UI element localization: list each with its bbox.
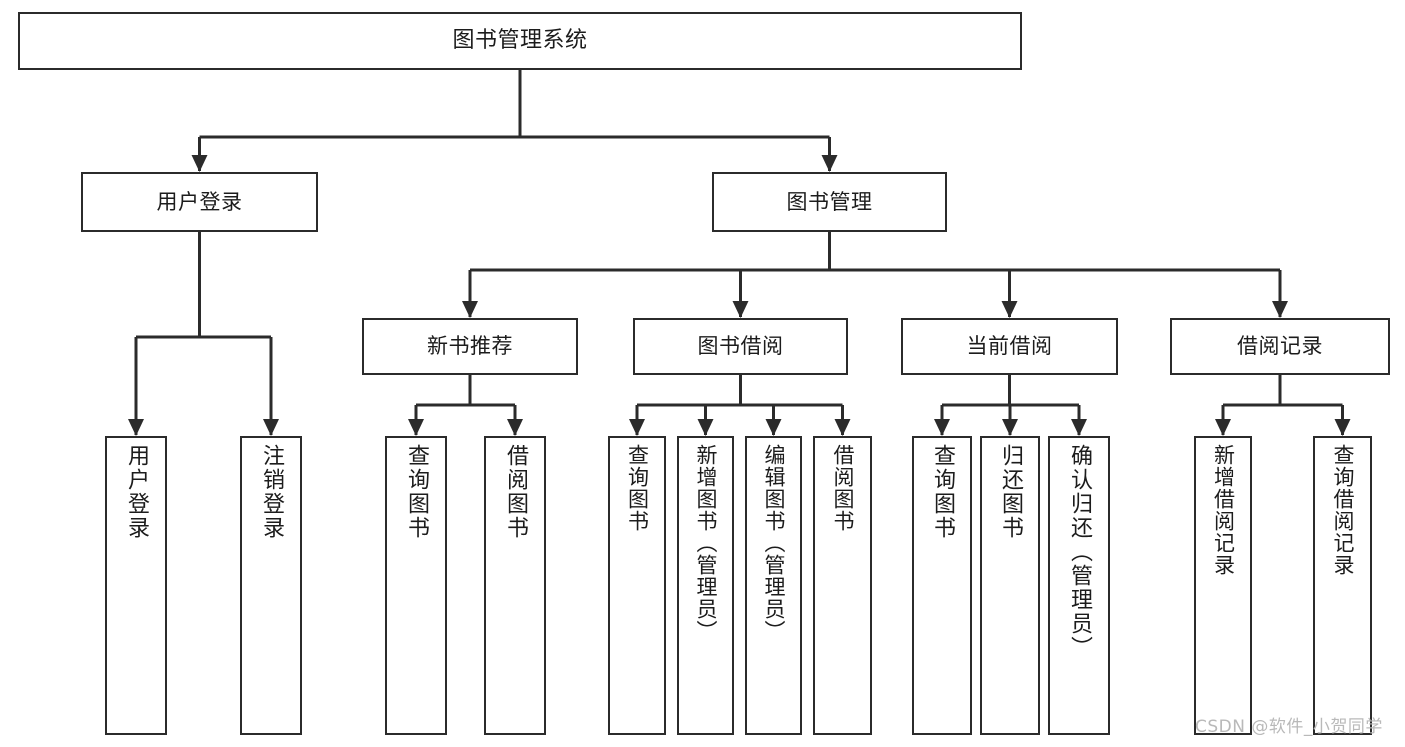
node-label: 用户登录 [156, 189, 243, 214]
arrow-head-icon [128, 419, 144, 436]
node-label: 新增图书（管理员） [694, 444, 718, 642]
node-book-borrow[interactable]: 图书借阅 [633, 318, 848, 375]
node-leaf-return-book[interactable]: 归还图书 [980, 436, 1040, 735]
arrow-head-icon [1071, 419, 1087, 436]
node-label: 编辑图书（管理员） [762, 444, 786, 642]
node-borrow-record[interactable]: 借阅记录 [1170, 318, 1390, 375]
node-new-book-rec[interactable]: 新书推荐 [362, 318, 578, 375]
arrow-head-icon [1334, 419, 1351, 436]
arrow-head-icon [732, 301, 749, 318]
node-label: 图书借阅 [697, 334, 784, 359]
node-leaf-query-record[interactable]: 查询借阅记录 [1313, 436, 1372, 735]
arrow-head-icon [1215, 419, 1231, 436]
node-current-borrow[interactable]: 当前借阅 [901, 318, 1118, 375]
node-label: 当前借阅 [966, 334, 1053, 359]
node-leaf-edit-book[interactable]: 编辑图书（管理员） [745, 436, 802, 735]
node-leaf-query-book-2[interactable]: 查询图书 [608, 436, 666, 735]
arrow-head-icon [934, 419, 950, 436]
arrow-head-icon [462, 301, 478, 318]
node-label: 查询图书 [625, 444, 650, 532]
arrow-head-icon [191, 155, 208, 172]
csdn-watermark: CSDN @软件_小贺同学 [1195, 717, 1383, 737]
node-label: 借阅图书 [831, 444, 855, 532]
arrow-head-icon [834, 419, 851, 436]
node-label: 确认归还（管理员） [1067, 444, 1092, 660]
node-leaf-add-book[interactable]: 新增图书（管理员） [677, 436, 734, 735]
node-label: 查询借阅记录 [1331, 444, 1355, 576]
node-leaf-query-book-1[interactable]: 查询图书 [385, 436, 447, 735]
arrow-head-icon [1002, 419, 1018, 436]
node-label: 借阅记录 [1237, 334, 1323, 359]
node-root[interactable]: 图书管理系统 [18, 12, 1022, 70]
arrow-head-icon [408, 419, 424, 436]
node-label: 查询图书 [404, 444, 429, 540]
node-label: 图书管理系统 [452, 28, 588, 54]
arrow-head-icon [629, 419, 645, 436]
node-leaf-query-book-3[interactable]: 查询图书 [912, 436, 972, 735]
node-leaf-add-record[interactable]: 新增借阅记录 [1194, 436, 1252, 735]
arrow-head-icon [821, 155, 838, 172]
node-user-login[interactable]: 用户登录 [81, 172, 318, 232]
node-leaf-logout[interactable]: 注销登录 [240, 436, 302, 735]
node-label: 用户登录 [124, 444, 149, 540]
node-leaf-user-login[interactable]: 用户登录 [105, 436, 167, 735]
node-leaf-borrow-book-2[interactable]: 借阅图书 [813, 436, 872, 735]
node-label: 注销登录 [259, 444, 284, 540]
node-label: 新增借阅记录 [1211, 444, 1236, 576]
node-book-manage[interactable]: 图书管理 [712, 172, 947, 232]
node-label: 借阅图书 [503, 444, 528, 540]
node-leaf-confirm-return[interactable]: 确认归还（管理员） [1048, 436, 1110, 735]
node-label: 新书推荐 [427, 334, 513, 359]
arrow-head-icon [697, 419, 714, 436]
arrow-head-icon [765, 419, 782, 436]
arrow-head-icon [1001, 301, 1018, 318]
arrow-head-icon [507, 419, 523, 436]
node-leaf-borrow-book-1[interactable]: 借阅图书 [484, 436, 546, 735]
node-label: 查询图书 [930, 444, 955, 540]
node-label: 图书管理 [786, 189, 873, 214]
arrow-head-icon [1272, 301, 1288, 318]
node-label: 归还图书 [998, 444, 1023, 540]
arrow-head-icon [263, 419, 279, 436]
